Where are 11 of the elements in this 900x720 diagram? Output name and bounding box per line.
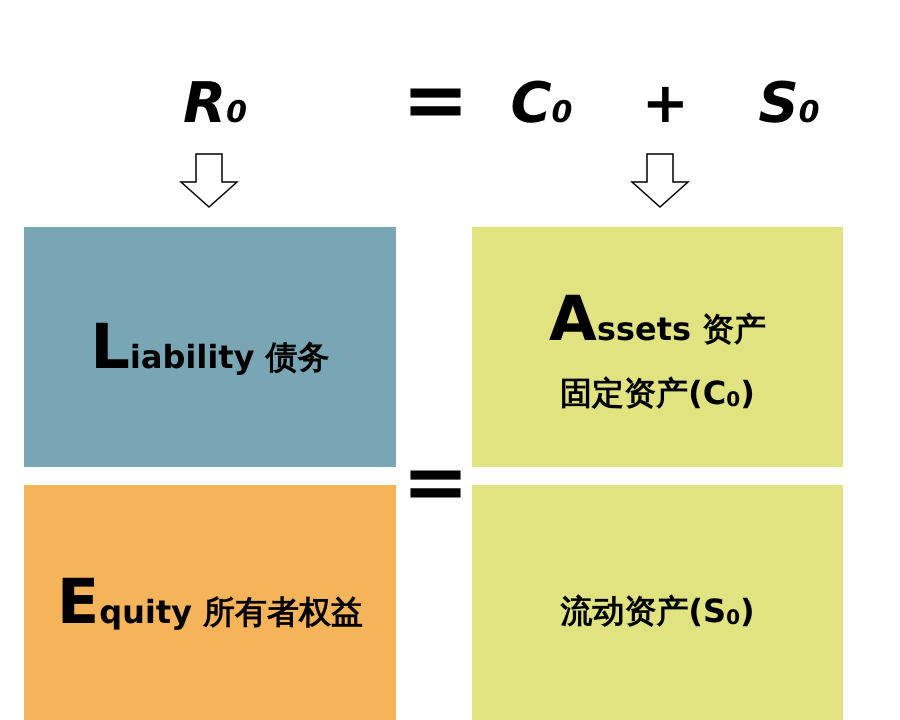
- box-heading: Liability 债务: [90, 310, 330, 384]
- hollow-arrow: [179, 153, 239, 208]
- box-heading: Assets 资产: [548, 282, 766, 356]
- colored-box: [472, 485, 843, 720]
- colored-box: [472, 227, 843, 467]
- colored-box: [24, 227, 396, 467]
- colored-box: [24, 485, 396, 720]
- hollow-arrow: [630, 153, 690, 208]
- equals-sign: =: [402, 60, 470, 140]
- box-heading: Equity 所有者权益: [56, 565, 364, 640]
- equals-sign: =: [402, 442, 470, 522]
